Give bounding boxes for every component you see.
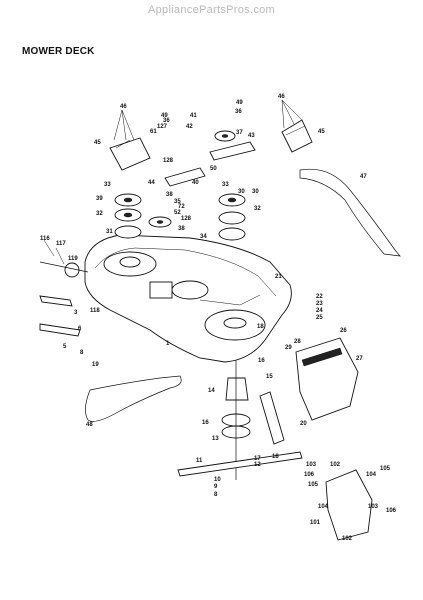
callout-label: 18 xyxy=(272,454,279,460)
watermark: AppliancePartsPros.com xyxy=(147,4,276,16)
callout-label: 127 xyxy=(157,124,168,130)
callout-label: 3 xyxy=(74,310,78,316)
callout-label: 27 xyxy=(356,356,363,362)
callout-label: 42 xyxy=(186,124,193,130)
callout-label: 45 xyxy=(318,129,325,135)
callout-label: 10 xyxy=(214,477,221,483)
callout-label: 47 xyxy=(360,174,367,180)
callout-label: 105 xyxy=(380,466,391,472)
callout-label: 31 xyxy=(106,229,113,235)
mower-blade xyxy=(177,451,303,477)
spindle-assembly xyxy=(221,360,251,480)
callout-label: 46 xyxy=(278,94,285,100)
callout-label: 34 xyxy=(200,234,207,240)
callout-label: 128 xyxy=(181,216,192,222)
callout-label: 32 xyxy=(96,211,103,217)
deflector-bracket xyxy=(259,391,285,445)
deck-belt xyxy=(85,375,182,422)
callout-label: 11 xyxy=(196,458,203,464)
callout-label: 17 xyxy=(254,456,261,462)
callout-label: 128 xyxy=(163,158,174,164)
callout-label: 43 xyxy=(248,133,255,139)
callout-label: 39 xyxy=(96,196,103,202)
callout-label: 52 xyxy=(174,210,181,216)
drive-belt xyxy=(299,168,401,257)
callout-label: 25 xyxy=(316,315,323,321)
callout-label: 26 xyxy=(340,328,347,334)
callout-label: 48 xyxy=(86,422,93,428)
callout-label: 20 xyxy=(300,421,307,427)
right-belt-guard xyxy=(281,119,313,153)
callout-label: 22 xyxy=(316,294,323,300)
callout-label: 102 xyxy=(330,462,341,468)
callout-labels: 46 49 41 49 46 45 61 127 36 36 45 42 128… xyxy=(40,94,397,542)
callout-label: 101 xyxy=(310,520,321,526)
callout-label: 72 xyxy=(178,204,185,210)
callout-label: 21 xyxy=(275,274,282,280)
callout-label: 14 xyxy=(208,388,215,394)
callout-label: 19 xyxy=(92,362,99,368)
callout-label: 18 xyxy=(257,324,264,330)
callout-label: 35 xyxy=(174,199,181,205)
callout-label: 40 xyxy=(192,180,199,186)
callout-label: 29 xyxy=(285,345,292,351)
callout-label: 33 xyxy=(104,182,111,188)
idler-pulleys-left xyxy=(114,193,172,239)
callout-label: 16 xyxy=(202,420,209,426)
callout-label: 8 xyxy=(80,350,84,356)
callout-label: 105 xyxy=(308,482,319,488)
callout-label: 13 xyxy=(212,436,219,442)
callout-label: 49 xyxy=(161,113,168,119)
callout-label: 46 xyxy=(120,104,127,110)
callout-label: 24 xyxy=(316,308,323,314)
callout-label: 104 xyxy=(366,472,377,478)
leader-lines xyxy=(43,99,303,265)
callout-label: 12 xyxy=(254,462,261,468)
callout-label: 8 xyxy=(214,492,218,498)
discharge-chute xyxy=(295,337,359,421)
callout-label: 9 xyxy=(214,484,218,490)
callout-label: 38 xyxy=(178,226,185,232)
left-belt-guard xyxy=(109,137,151,171)
callout-label: 38 xyxy=(166,192,173,198)
callout-label: 50 xyxy=(210,166,217,172)
callout-label: 30 xyxy=(238,189,245,195)
callout-label: 36 xyxy=(163,118,170,124)
mower-deck-shell xyxy=(84,234,292,363)
callout-label: 106 xyxy=(386,508,397,514)
callout-label: 103 xyxy=(306,462,317,468)
deck-hanger-left xyxy=(39,261,89,337)
callout-label: 32 xyxy=(254,206,261,212)
callout-label: 33 xyxy=(222,182,229,188)
callout-label: 103 xyxy=(368,504,379,510)
callout-label: 102 xyxy=(342,536,353,542)
callout-label: 116 xyxy=(40,236,50,242)
callout-label: 104 xyxy=(318,504,329,510)
callout-label: 117 xyxy=(56,241,66,247)
callout-label: 44 xyxy=(148,180,155,186)
callout-label: 36 xyxy=(235,109,242,115)
callout-label: 41 xyxy=(190,113,197,119)
idler-pulleys-right xyxy=(214,130,246,241)
callout-label: 5 xyxy=(63,344,67,350)
mulch-plug xyxy=(325,469,373,541)
callout-label: 118 xyxy=(90,308,100,314)
callout-label: 23 xyxy=(316,301,323,307)
callout-label: 49 xyxy=(236,100,243,106)
diagram-title: MOWER DECK xyxy=(22,46,95,57)
callout-label: 1 xyxy=(166,341,170,347)
callout-label: 119 xyxy=(68,256,78,262)
callout-label: 45 xyxy=(94,140,101,146)
callout-label: 37 xyxy=(236,130,243,136)
idler-bracket xyxy=(164,141,256,187)
callout-label: 6 xyxy=(78,326,82,332)
callout-label: 28 xyxy=(294,339,301,345)
callout-label: 106 xyxy=(304,472,315,478)
callout-label: 61 xyxy=(150,129,157,135)
callout-label: 15 xyxy=(266,374,273,380)
callout-label: 30 xyxy=(252,189,259,195)
callout-label: 16 xyxy=(258,358,265,364)
